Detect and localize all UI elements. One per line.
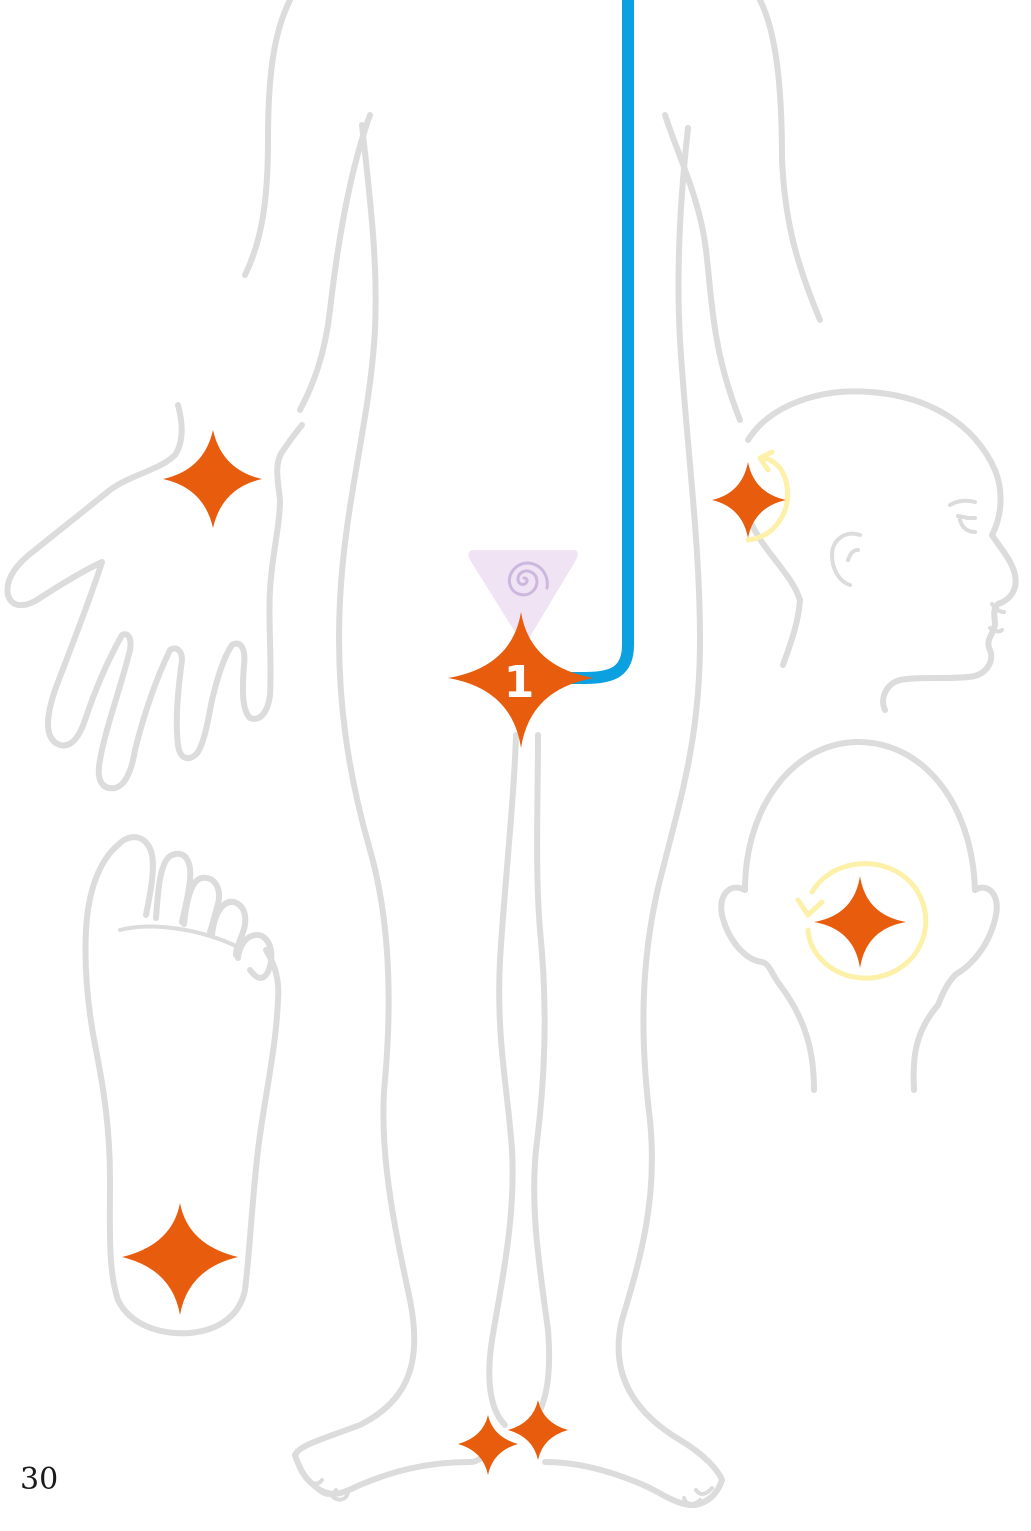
point-ankle-left-four-point-star-icon [458,1415,518,1475]
body-left-leg-inner [489,735,516,1425]
head-side-outline [748,391,1016,710]
hand-contour [7,405,302,788]
body-left-toes [305,1478,348,1500]
meridian-line [560,0,628,678]
head-side-ear [832,534,860,585]
hand-outline [7,405,302,788]
body-right-foot [545,1462,722,1505]
body-left-foot [295,1448,488,1494]
body-left-leg-outer [295,125,414,1455]
point-occiput-four-point-star-icon [814,876,906,968]
head-side-eye [950,501,975,532]
point-sole-four-point-star-icon [122,1203,238,1315]
point-ankle-right-four-point-star-icon [508,1400,568,1460]
point-main-label: 1 [504,657,535,708]
head-side-contour [748,391,1016,710]
body-right-leg-outer [619,128,722,1480]
foot-sole-big-toe [118,837,153,915]
circular-arrow-head-back [798,900,822,915]
body-outline [245,0,820,1505]
body-right-arm-outline [760,0,820,320]
head-back-contour [745,742,975,890]
foot-sole-toe-base [120,927,240,948]
body-left-arm-outline [245,0,290,275]
body-right-leg-inner [530,735,549,1425]
head-back-right-ear [938,888,997,1005]
head-back-left-ear [721,888,780,985]
head-back-neck-right [914,1005,938,1090]
page-number: 30 [20,1462,58,1497]
head-back-neck-left [780,985,814,1090]
body-left-inner-arm [300,115,370,410]
